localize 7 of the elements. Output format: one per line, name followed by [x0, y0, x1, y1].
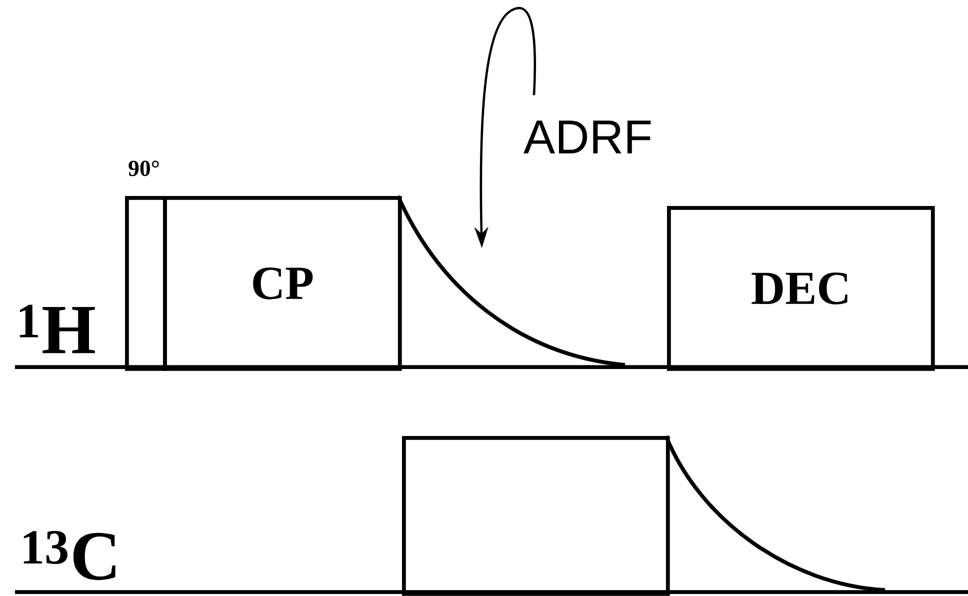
pulse-box: CP	[163, 196, 402, 371]
channel-label: $^{1}$H	[20, 304, 95, 354]
channel-label: $^{13}$C	[24, 530, 116, 580]
label-text: ADRF	[524, 120, 651, 154]
pulse-box	[402, 436, 670, 596]
pulse-angle-label: 90°	[128, 160, 159, 176]
pulse-box: DEC	[667, 206, 935, 371]
